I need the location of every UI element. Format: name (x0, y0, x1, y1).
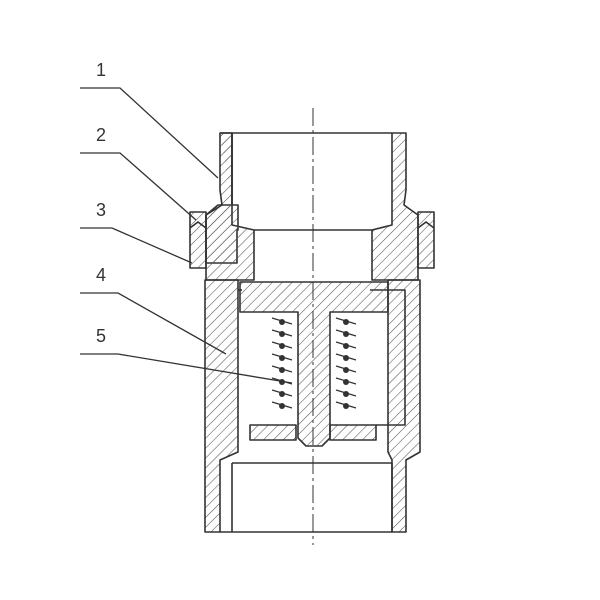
leader-line-1 (80, 87, 219, 179)
leader-lines (80, 87, 293, 384)
callout-label-1: 1 (96, 60, 106, 80)
part-3-valve-disc (239, 281, 389, 447)
callout-label-5: 5 (96, 326, 106, 346)
leader-line-2 (80, 152, 197, 221)
leader-line-4 (80, 292, 227, 355)
leader-line-3 (80, 227, 193, 264)
part-2-union-nut (189, 211, 435, 269)
part-4-valve-body (204, 279, 421, 533)
part-1-upper-fitting (205, 132, 419, 281)
callout-label-2: 2 (96, 125, 106, 145)
leader-line-5 (80, 353, 293, 384)
callout-label-3: 3 (96, 200, 106, 220)
callout-label-4: 4 (96, 265, 106, 285)
